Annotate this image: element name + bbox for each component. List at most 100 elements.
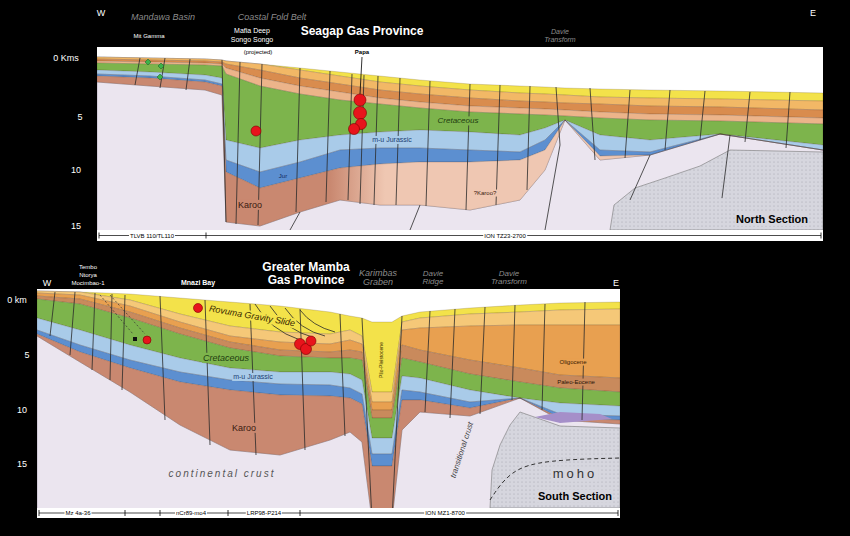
gas-discovery bbox=[354, 107, 367, 120]
well-label: (projected) bbox=[243, 49, 274, 56]
gas-discovery bbox=[143, 336, 151, 344]
unit-label: ?Karoo? bbox=[473, 190, 498, 197]
direction-label: W bbox=[42, 278, 53, 288]
fault-line bbox=[300, 309, 305, 450]
region-label: Coastal Fold Belt bbox=[237, 12, 308, 22]
line-tick bbox=[125, 510, 126, 516]
line-strip bbox=[97, 230, 823, 241]
section-title: North Section bbox=[735, 213, 809, 226]
line-tick bbox=[618, 510, 619, 516]
fault-line bbox=[326, 71, 330, 202]
fault-line bbox=[348, 74, 352, 200]
fault-line bbox=[70, 292, 75, 355]
region-label: Davie Transform bbox=[541, 28, 579, 44]
well-symbol bbox=[133, 337, 137, 341]
line-tick bbox=[206, 233, 207, 239]
direction-label: W bbox=[96, 8, 107, 18]
fault-line bbox=[630, 155, 650, 200]
fault-line bbox=[362, 318, 372, 508]
fault-line bbox=[590, 88, 595, 160]
depth-label: 0 Kms bbox=[52, 53, 80, 63]
line-label: TLVB 110/TL110 bbox=[129, 233, 175, 240]
unit-label: Plio-Pleistocene bbox=[379, 341, 385, 379]
depth-label: 5 bbox=[76, 112, 83, 122]
gas-discovery bbox=[251, 126, 261, 136]
gas-discovery bbox=[349, 124, 360, 135]
line-label: LRP98-P214 bbox=[246, 510, 282, 517]
fault-line bbox=[512, 305, 515, 400]
line-tick bbox=[99, 233, 100, 239]
fault-line bbox=[290, 212, 300, 230]
fault-line bbox=[222, 60, 226, 222]
gas-discovery bbox=[306, 336, 316, 346]
direction-label: E bbox=[612, 278, 620, 288]
unit-label: Jur bbox=[278, 173, 288, 180]
unit-label: Oligocene bbox=[558, 359, 587, 366]
fault-line bbox=[160, 58, 165, 88]
fault-line bbox=[425, 311, 430, 412]
section-title: South Section bbox=[537, 490, 613, 503]
crust-label: transitional crust bbox=[448, 420, 475, 480]
fault-line bbox=[700, 91, 705, 140]
fault-line bbox=[480, 307, 485, 414]
well-label: Papa bbox=[354, 49, 370, 56]
line-label: ION TZ23-2700 bbox=[483, 233, 527, 240]
well-label: Tembo bbox=[78, 264, 98, 271]
province-label: Greater Mamba Gas Province bbox=[258, 261, 354, 286]
line-label: nCr89-mo4 bbox=[175, 510, 207, 517]
region-label: Davie Ridge bbox=[417, 270, 449, 287]
region-label: Karimbas Graben bbox=[352, 269, 404, 288]
fault-line bbox=[625, 90, 630, 158]
well-label: Mafia Deep bbox=[233, 27, 271, 35]
fault-line bbox=[745, 92, 750, 142]
strata-layer bbox=[37, 334, 620, 508]
unit-label: m-u Jurassic bbox=[371, 136, 413, 144]
well-diamond bbox=[157, 74, 163, 80]
fault-line bbox=[665, 90, 670, 150]
line-tick bbox=[39, 510, 40, 516]
unit-label: Karoo bbox=[231, 423, 257, 433]
gas-discovery bbox=[354, 94, 366, 106]
fault-line bbox=[450, 309, 455, 418]
depth-label: 15 bbox=[70, 221, 82, 231]
listric-fault bbox=[300, 310, 335, 332]
depth-label: 10 bbox=[16, 405, 28, 415]
line-label: Mz 4a-36 bbox=[64, 510, 91, 517]
fault-line bbox=[426, 81, 430, 206]
unit-label: Rovuma Gravity Slide bbox=[207, 303, 296, 329]
fault-line bbox=[542, 304, 545, 410]
line-tick bbox=[300, 510, 301, 516]
fault-line bbox=[135, 58, 140, 85]
well-track bbox=[360, 57, 362, 94]
volcanic-unit bbox=[535, 412, 612, 423]
fault-line bbox=[50, 292, 55, 336]
region-label: Mandawa Basin bbox=[130, 12, 196, 22]
unit-label: Cretaceous bbox=[202, 353, 250, 363]
section-body bbox=[97, 57, 823, 230]
well-label: Songo Songo bbox=[230, 36, 274, 44]
fault-line bbox=[466, 84, 470, 210]
depth-label: 15 bbox=[16, 459, 28, 469]
well-label: Mocimbao-1 bbox=[70, 280, 105, 287]
crust-label: moho bbox=[552, 467, 599, 482]
region-label: Davie Transform bbox=[486, 270, 532, 287]
fault-line bbox=[527, 86, 530, 190]
fault-line bbox=[496, 85, 500, 205]
depth-label: 5 bbox=[23, 350, 30, 360]
well-leader bbox=[100, 295, 133, 334]
well-label: Mnazi Bay bbox=[180, 279, 216, 287]
line-tick bbox=[228, 510, 229, 516]
well-label: Mit Gamma bbox=[132, 33, 165, 40]
well-diamond bbox=[145, 59, 151, 65]
depth-label: 10 bbox=[70, 165, 82, 175]
crust-label: continental crust bbox=[168, 468, 277, 480]
oceanic-crust bbox=[610, 150, 823, 230]
fault-line bbox=[122, 295, 125, 390]
unit-label: m-u Jurassic bbox=[232, 373, 274, 381]
fault-line bbox=[392, 316, 402, 508]
unit-label: Paleo-Eocene bbox=[556, 379, 596, 386]
fault-line bbox=[556, 87, 560, 145]
fault-line bbox=[545, 145, 560, 230]
fault-line bbox=[786, 92, 790, 148]
fault-line bbox=[92, 293, 95, 370]
